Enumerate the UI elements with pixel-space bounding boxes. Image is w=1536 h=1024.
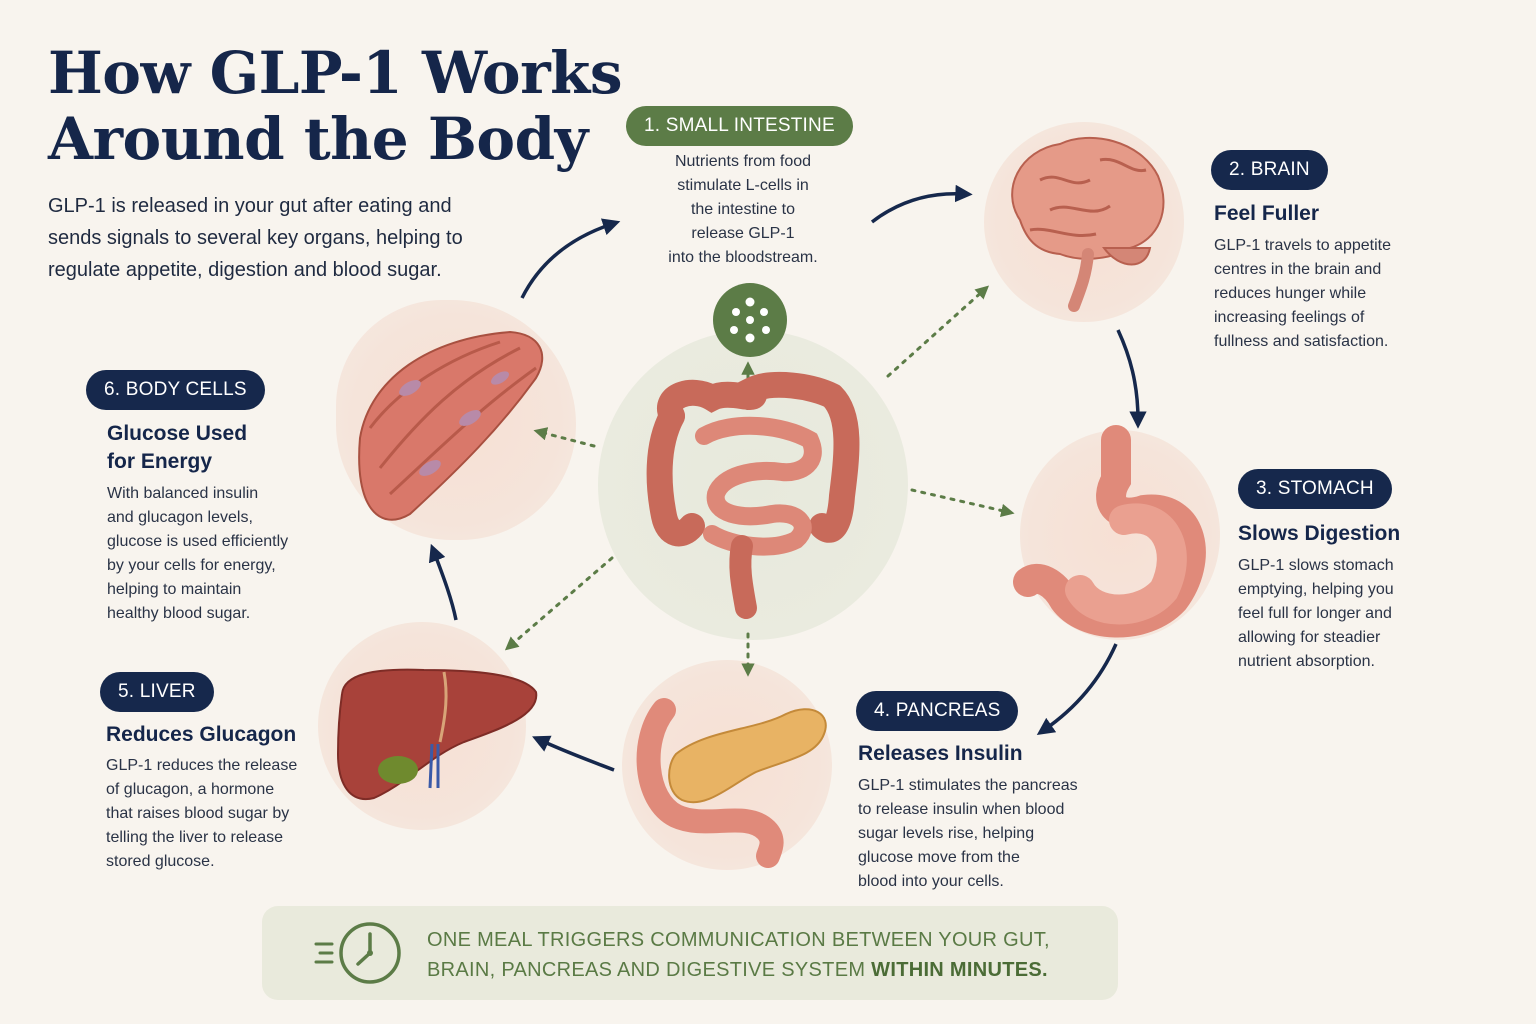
step-5-heading: Reduces Glucagon — [106, 723, 297, 746]
step-1-line: Nutrients from food — [674, 153, 812, 170]
step-1-line: the intestine to — [690, 201, 796, 218]
step-6-heading-line: Glucose Used — [107, 422, 248, 445]
step-4-line: blood into your cells. — [858, 873, 1004, 890]
step-4-line: to release insulin when blood — [858, 801, 1065, 818]
stomach-icon — [1013, 425, 1206, 638]
step-6-heading-line: for Energy — [107, 450, 213, 473]
step-2-heading: Feel Fuller — [1214, 202, 1320, 225]
step-6-line: healthy blood sugar. — [107, 605, 251, 622]
step-6-line: by your cells for energy, — [107, 557, 276, 574]
step-3-description: GLP-1 slows stomach emptying, helping yo… — [1238, 554, 1478, 674]
step-5-line: stored glucose. — [106, 853, 215, 870]
pancreas-icon — [636, 698, 827, 868]
signal-to-liver — [504, 556, 614, 651]
step-3-label: 3. STOMACH — [1238, 469, 1392, 509]
step-4-heading: Releases Insulin — [858, 742, 1023, 765]
step-4-line: glucose move from the — [858, 849, 1020, 866]
step-2-label: 2. BRAIN — [1211, 150, 1328, 190]
step-6-description: With balanced insulin and glucagon level… — [107, 482, 327, 626]
step-5-line: of glucagon, a hormone — [106, 781, 275, 798]
step-3-line: GLP-1 slows stomach — [1238, 557, 1394, 574]
title-line-1: How GLP-1 Works — [48, 39, 622, 107]
step-6-heading: Glucose Used for Energy — [107, 420, 247, 476]
summary-banner: ONE MEAL TRIGGERS COMMUNICATION BETWEEN … — [262, 906, 1118, 1000]
step-4-line: sugar levels rise, helping — [858, 825, 1035, 842]
arrow-stomach-to-pancreas — [1036, 643, 1118, 735]
arrow-pancreas-to-liver — [532, 735, 615, 772]
step-2-line: centres in the brain and — [1214, 261, 1382, 278]
step-6-line: helping to maintain — [107, 581, 242, 598]
signal-to-stomach — [910, 488, 1015, 518]
step-5-description: GLP-1 reduces the release of glucagon, a… — [106, 754, 326, 874]
step-5-label: 5. LIVER — [100, 672, 214, 712]
banner-line-2: BRAIN, PANCREAS AND DIGESTIVE SYSTEM WIT… — [427, 955, 1050, 985]
banner-text: ONE MEAL TRIGGERS COMMUNICATION BETWEEN … — [427, 925, 1050, 985]
arrow-intestine-to-brain — [870, 184, 973, 224]
step-4-description: GLP-1 stimulates the pancreas to release… — [858, 774, 1128, 894]
step-2-line: fullness and satisfaction. — [1214, 333, 1389, 350]
banner-line-2-text: BRAIN, PANCREAS AND DIGESTIVE SYSTEM — [427, 959, 872, 981]
step-6-line: With balanced insulin — [107, 485, 259, 502]
step-6-line: glucose is used efficiently — [107, 533, 289, 550]
arrow-body-to-intestine — [520, 218, 621, 299]
step-4-label: 4. PANCREAS — [856, 691, 1019, 731]
step-3-line: emptying, helping you — [1238, 581, 1394, 598]
step-1-label: 1. SMALL INTESTINE — [626, 106, 853, 146]
step-5-line: telling the liver to release — [106, 829, 283, 846]
step-2-line: GLP-1 travels to appetite — [1214, 237, 1391, 254]
step-2-line: reduces hunger while — [1214, 285, 1367, 302]
step-3-line: allowing for steadier — [1238, 629, 1381, 646]
step-1-line: stimulate L-cells in — [677, 177, 809, 194]
signal-to-brain — [886, 285, 990, 378]
arrow-liver-to-body — [428, 543, 458, 621]
step-3-line: nutrient absorption. — [1238, 653, 1375, 670]
step-1-line: into the bloodstream. — [668, 249, 818, 266]
step-2-line: increasing feelings of — [1214, 309, 1365, 326]
fast-clock-icon — [314, 922, 401, 984]
glp1-molecule-icon — [713, 283, 787, 357]
intro-text: GLP-1 is released in your gut after eati… — [48, 195, 463, 281]
brain-icon — [1011, 137, 1165, 312]
arrow-brain-to-stomach — [1116, 329, 1147, 429]
muscle-cells-icon — [358, 330, 544, 521]
step-1-line: release GLP-1 — [691, 225, 795, 242]
small-intestine-icon — [646, 371, 860, 619]
step-1-description: Nutrients from food stimulate L-cells in… — [634, 150, 852, 270]
step-3-line: feel full for longer and — [1238, 605, 1392, 622]
step-6-label: 6. BODY CELLS — [86, 370, 265, 410]
banner-line-1: ONE MEAL TRIGGERS COMMUNICATION BETWEEN … — [427, 929, 1050, 951]
step-2-description: GLP-1 travels to appetite centres in the… — [1214, 234, 1474, 354]
liver-icon — [336, 668, 538, 801]
signal-to-body — [533, 427, 596, 448]
step-4-line: GLP-1 stimulates the pancreas — [858, 777, 1078, 794]
title-line-2: Around the Body — [48, 105, 588, 173]
page-title: How GLP-1 Works Around the Body — [48, 40, 622, 172]
banner-emphasis: WITHIN MINUTES. — [871, 959, 1048, 981]
step-5-line: that raises blood sugar by — [106, 805, 290, 822]
step-5-line: GLP-1 reduces the release — [106, 757, 298, 774]
step-6-line: and glucagon levels, — [107, 509, 253, 526]
step-3-heading: Slows Digestion — [1238, 522, 1401, 545]
